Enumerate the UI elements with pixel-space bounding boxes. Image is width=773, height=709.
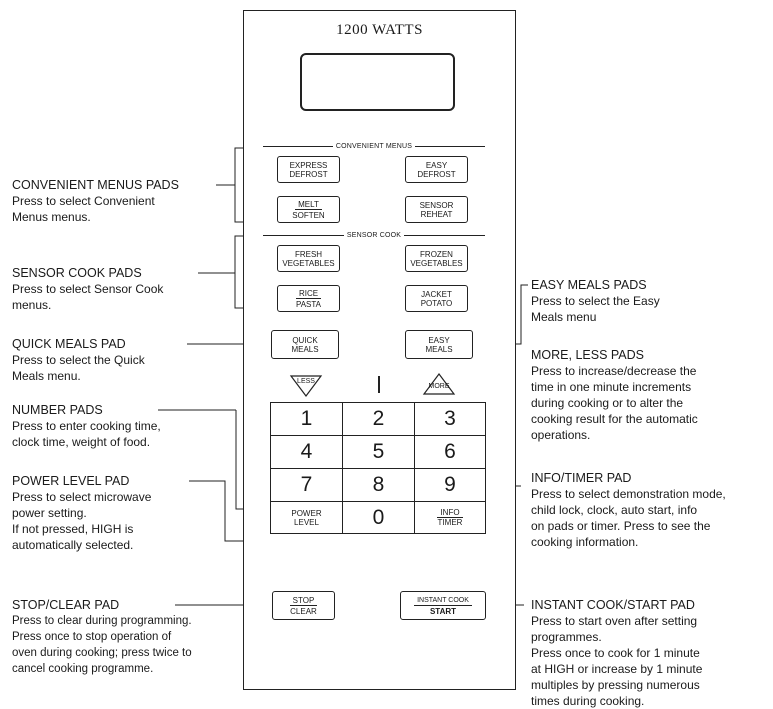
info-timer-label: INFO/TIMER PAD Press to select demonstra… — [531, 471, 726, 549]
number-4-pad[interactable]: 4 — [271, 436, 343, 469]
quick-meals-label: QUICK MEALS PAD Press to select the Quic… — [12, 337, 145, 383]
number-5-pad[interactable]: 5 — [343, 436, 415, 469]
instant-cook-label: INSTANT COOK/START PAD Press to start ov… — [531, 598, 703, 708]
more-less-label: MORE, LESS PADS Press to increase/decrea… — [531, 348, 698, 442]
easy-meals-label: EASY MEALS PADS Press to select the Easy… — [531, 278, 660, 324]
more-pad[interactable]: MORE — [422, 372, 456, 396]
stop-clear-label: STOP/CLEAR PAD Press to clear during pro… — [12, 598, 192, 675]
up-triangle-icon — [422, 373, 456, 395]
more-less-divider — [378, 376, 380, 393]
display-window — [300, 53, 455, 111]
number-2-pad[interactable]: 2 — [343, 403, 415, 436]
number-6-pad[interactable]: 6 — [415, 436, 485, 469]
sensor-cook-title: SENSOR COOK — [263, 230, 486, 240]
power-level-label: POWER LEVEL PAD Press to select microwav… — [12, 474, 152, 552]
number-pads-label: NUMBER PADS Press to enter cooking time,… — [12, 403, 161, 449]
less-pad[interactable]: LESS — [289, 374, 323, 398]
convenient-menus-label: CONVENIENT MENUS PADS Press to select Co… — [12, 178, 179, 224]
number-3-pad[interactable]: 3 — [415, 403, 485, 436]
convenient-menus-title: CONVENIENT MENUS — [263, 141, 486, 151]
number-0-pad[interactable]: 0 — [343, 502, 415, 533]
less-label: LESS — [297, 378, 315, 385]
wattage-label: 1200 WATTS — [336, 22, 423, 38]
number-7-pad[interactable]: 7 — [271, 469, 343, 502]
more-label: MORE — [428, 383, 450, 390]
down-triangle-icon — [289, 375, 323, 397]
number-8-pad[interactable]: 8 — [343, 469, 415, 502]
number-1-pad[interactable]: 1 — [271, 403, 343, 436]
number-9-pad[interactable]: 9 — [415, 469, 485, 502]
sensor-cook-label: SENSOR COOK PADS Press to select Sensor … — [12, 266, 164, 312]
